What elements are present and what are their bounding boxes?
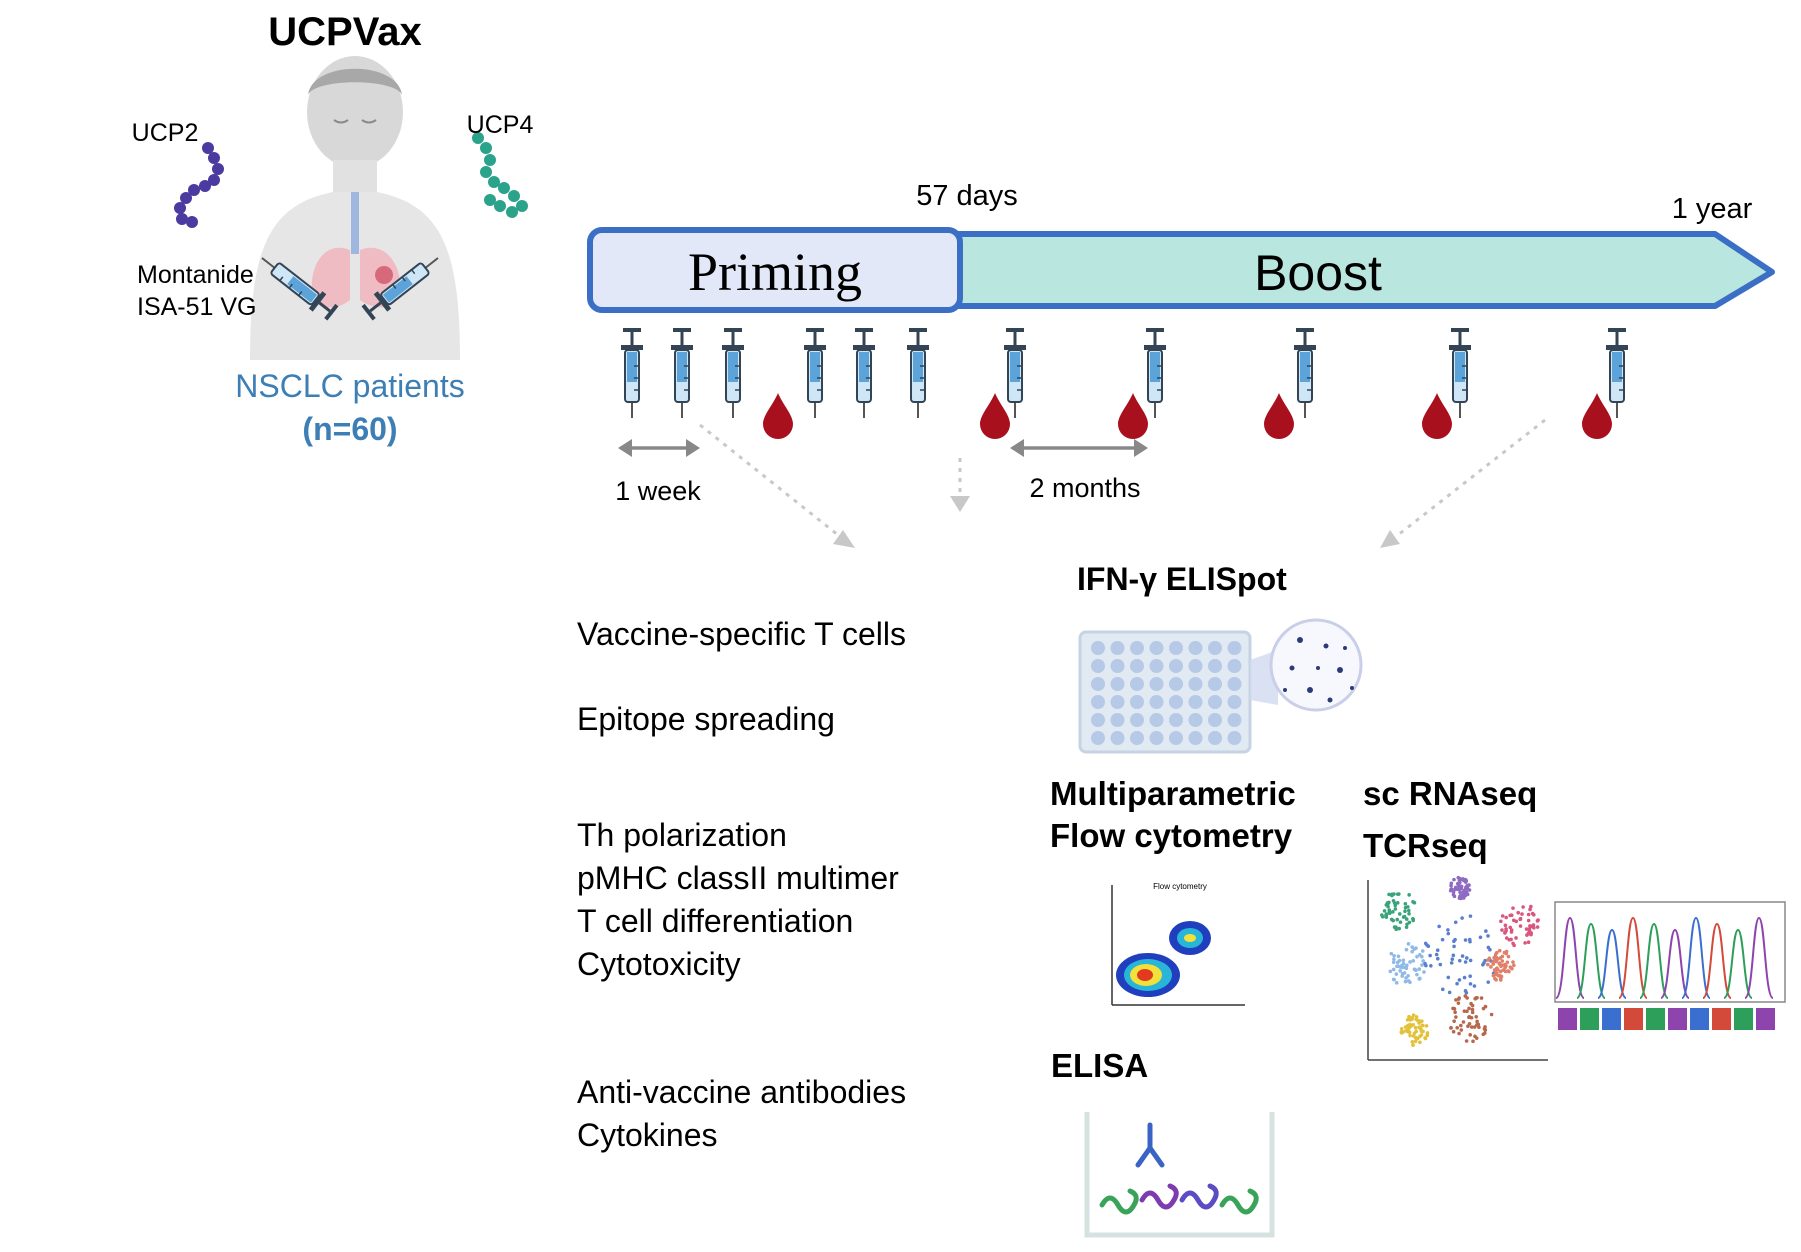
one-week-arrow-icon	[618, 439, 700, 457]
blood-drop-icon	[1582, 393, 1612, 439]
adjuvant-label-line1: Montanide	[137, 261, 254, 289]
adjuvant-label-line2: ISA-51 VG	[137, 293, 257, 321]
tsne-plot-icon	[1367, 875, 1548, 1061]
ucp4-peptide-icon	[472, 132, 528, 218]
priming-phase-label: Priming	[688, 242, 862, 302]
flow-cytometry-plot-icon: Flow cytometry	[1111, 882, 1245, 1006]
one-year-label: 1 year	[1672, 193, 1753, 225]
readout-cytokines: Cytokines	[577, 1117, 718, 1153]
readout-pmhc-multimer: pMHC classII multimer	[577, 860, 899, 896]
tcrseq-title: TCRseq	[1363, 827, 1488, 864]
injection-syringe-icon	[851, 326, 877, 420]
blood-drop-icon	[1422, 393, 1452, 439]
blood-drop-icon	[1264, 393, 1294, 439]
injection-syringe-icon	[1447, 326, 1473, 420]
antibody-icon	[1135, 1122, 1165, 1168]
flow-title-line1: Multiparametric	[1050, 775, 1296, 812]
injection-syringe-icon	[619, 326, 645, 420]
elispot-title: IFN-γ ELISpot	[1077, 561, 1287, 597]
readout-cytotoxicity: Cytotoxicity	[577, 946, 741, 982]
ucp2-label: UCP2	[132, 119, 199, 147]
population-count: (n=60)	[302, 411, 397, 447]
elisa-well-icon	[1084, 1112, 1275, 1238]
injection-syringe-icon	[802, 326, 828, 420]
timeline-bar	[587, 227, 1775, 313]
ucp2-peptide-icon	[174, 142, 224, 228]
readout-t-cell-differentiation: T cell differentiation	[577, 903, 853, 939]
one-week-label: 1 week	[615, 476, 701, 506]
ucp4-label: UCP4	[467, 111, 534, 139]
readout-vaccine-specific-t-cells: Vaccine-specific T cells	[577, 616, 906, 652]
sequencing-chromatogram-icon	[1554, 901, 1786, 1030]
injection-syringe-icon	[905, 326, 931, 420]
readout-th-polarization: Th polarization	[577, 817, 787, 853]
elispot-plate-icon	[1078, 618, 1363, 754]
blood-drop-icon	[980, 393, 1010, 439]
priming-phase-box	[587, 227, 963, 313]
injection-syringe-icon	[669, 326, 695, 420]
day-57-label: 57 days	[916, 180, 1018, 212]
scrnaseq-title: sc RNAseq	[1363, 775, 1537, 812]
injection-syringe-icon	[720, 326, 746, 420]
blood-drop-icon	[763, 393, 793, 439]
readout-anti-vaccine-antibodies: Anti-vaccine antibodies	[577, 1074, 906, 1110]
sampling-dotted-arrows	[699, 418, 1546, 548]
population-label: NSCLC patients	[235, 368, 464, 404]
injection-syringe-icon	[1142, 326, 1168, 420]
elisa-title: ELISA	[1051, 1047, 1148, 1084]
injection-syringe-icon	[1604, 326, 1630, 420]
two-months-arrow-icon	[1010, 439, 1148, 457]
injection-syringe-icon	[1292, 326, 1318, 420]
blood-sampling	[763, 393, 1612, 439]
blood-drop-icon	[1118, 393, 1148, 439]
flow-title-line2: Flow cytometry	[1050, 817, 1293, 854]
readout-epitope-spreading: Epitope spreading	[577, 701, 835, 737]
two-months-label: 2 months	[1029, 473, 1140, 503]
injection-syringe-icon	[1002, 326, 1028, 420]
patient-silhouette-icon	[250, 56, 460, 360]
flow-plot-title: Flow cytometry	[1153, 882, 1207, 891]
diagram-title: UCPVax	[268, 10, 421, 54]
boost-phase-label: Boost	[1254, 245, 1382, 301]
